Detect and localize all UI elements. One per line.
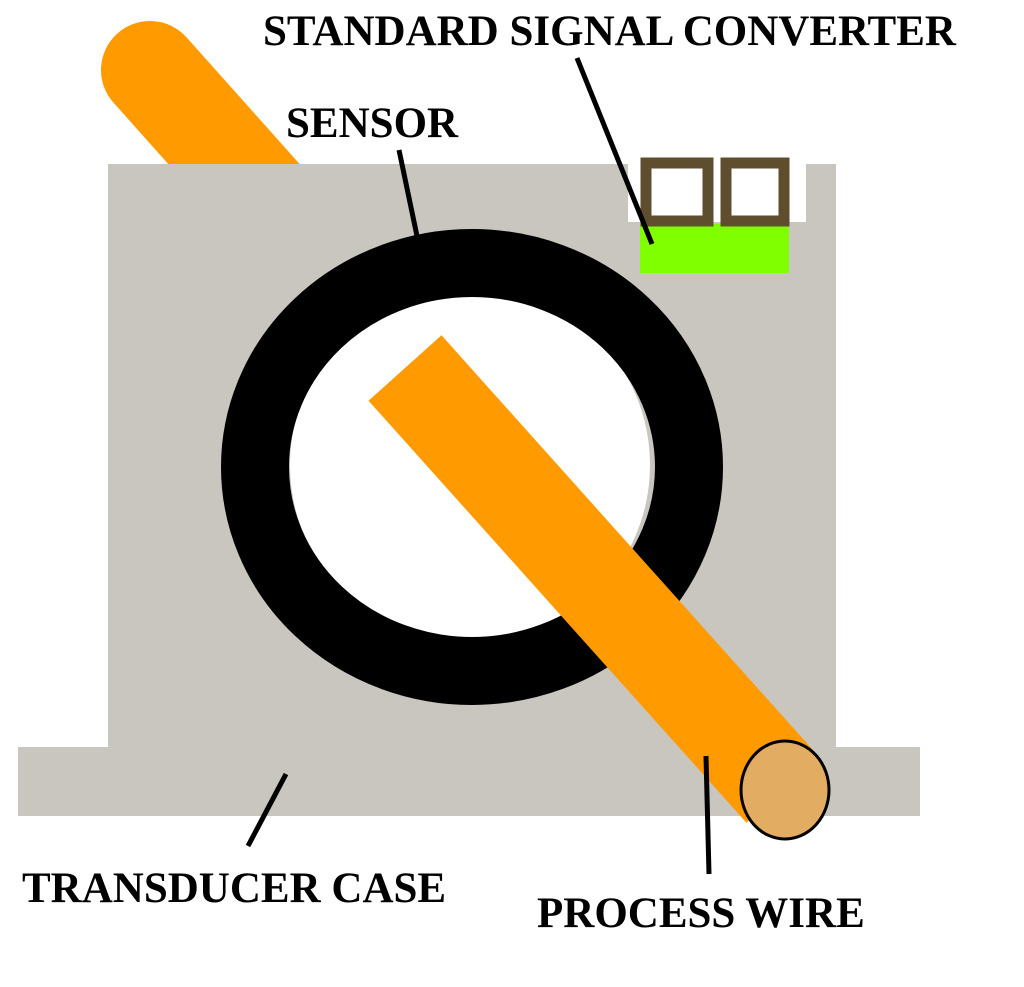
process-wire [368,335,820,823]
leader-line-converter [574,57,655,245]
leader-line-process-wire [703,755,712,875]
label-transducer-case: TRANSDUCER CASE [22,865,446,912]
label-sensor: SENSOR [286,100,459,147]
label-standard-signal-converter: STANDARD SIGNAL CONVERTER [263,8,957,55]
leader-lines [245,57,712,875]
sensor-ring [221,229,723,705]
standard-signal-converter [628,157,806,273]
converter-board [640,224,789,273]
converter-terminal-left [640,157,714,227]
converter-terminal-right [720,157,790,227]
process-wire-end [739,739,831,841]
label-process-wire: PROCESS WIRE [537,890,865,937]
leader-line-transducer-case [245,772,289,848]
leader-line-sensor [396,149,420,237]
